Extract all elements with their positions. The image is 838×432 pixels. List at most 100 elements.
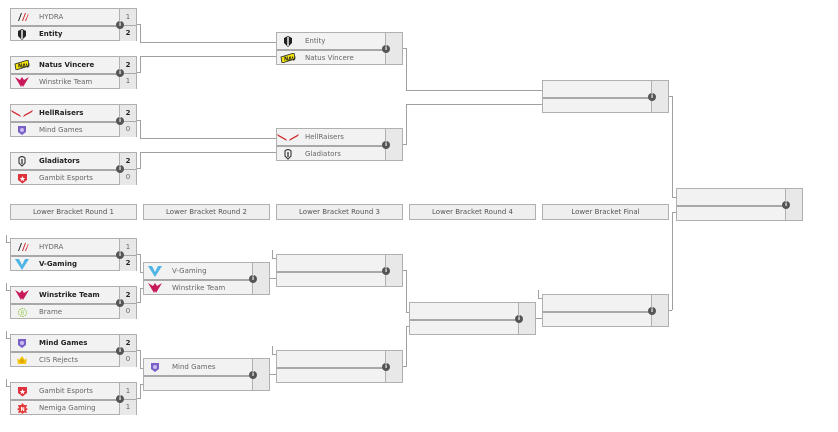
team-row[interactable] (410, 303, 535, 321)
connector-line (140, 24, 141, 43)
team-name: Mind Games (39, 339, 88, 347)
team-row[interactable]: Winstrike Team (144, 280, 269, 296)
round-label-lb-r3: Lower Bracket Round 3 (276, 204, 403, 220)
connector-line (140, 120, 141, 139)
team-score: 1 (119, 239, 136, 255)
connector-line (672, 96, 673, 198)
round-label-lb-r4: Lower Bracket Round 4 (409, 204, 536, 220)
team-row[interactable] (543, 81, 668, 99)
gladiators-logo-icon (11, 153, 33, 169)
svg-text:B: B (20, 310, 24, 316)
match-info-icon[interactable]: i (249, 275, 257, 283)
lower-r2-match-2[interactable]: Mind Games i (143, 358, 270, 391)
team-row[interactable]: NAVINatus Vincere (277, 50, 402, 66)
lower-r3-match-2[interactable]: i (276, 350, 403, 383)
connector-line (272, 354, 276, 355)
team-name: Entity (39, 30, 63, 38)
match-info-icon[interactable]: i (116, 69, 124, 77)
team-row[interactable]: B Brame 0 (11, 304, 136, 320)
team-name: Nemiga Gaming (39, 404, 96, 412)
vgaming-logo-icon (11, 256, 33, 272)
connector-line (406, 326, 409, 327)
match-info-icon[interactable]: i (382, 141, 390, 149)
team-row[interactable]: Entity (277, 33, 402, 51)
cisrejects-logo-icon (11, 352, 33, 368)
connector-line (140, 56, 276, 57)
match-info-icon[interactable]: i (116, 165, 124, 173)
connector-line (140, 288, 143, 289)
connector-line (268, 278, 276, 279)
match-info-icon[interactable]: i (116, 251, 124, 259)
team-score: 0 (119, 304, 136, 319)
lower-r4-match[interactable]: i (409, 302, 536, 335)
match-info-icon[interactable]: i (382, 267, 390, 275)
team-row[interactable]: Gladiators (277, 146, 402, 162)
match-info-icon[interactable]: i (116, 299, 124, 307)
lower-r3-match-1[interactable]: i (276, 254, 403, 287)
connector-line (140, 350, 141, 369)
team-name: Brame (39, 308, 63, 316)
team-row[interactable]: Mind Games (144, 359, 269, 377)
match-info-icon[interactable]: i (116, 347, 124, 355)
connector-line (6, 386, 10, 387)
connector-line (6, 331, 7, 338)
upper-final-match[interactable]: i (542, 80, 669, 113)
match-info-icon[interactable]: i (782, 201, 790, 209)
connector-line (140, 288, 141, 303)
gladiators-logo-icon (277, 146, 299, 162)
match-info-icon[interactable]: i (648, 93, 656, 101)
winstrike-logo-icon (11, 74, 33, 90)
grand-final-match[interactable]: i (676, 188, 803, 221)
team-row[interactable] (277, 351, 402, 369)
team-row[interactable] (277, 255, 402, 273)
upper-r2-match-1[interactable]: Entity NAVINatus Vincere i (276, 32, 403, 65)
match-info-icon[interactable]: i (116, 21, 124, 29)
team-score: 2 (119, 287, 136, 303)
team-row[interactable] (677, 189, 802, 207)
team-score: 0 (119, 352, 136, 367)
match-info-icon[interactable]: i (382, 45, 390, 53)
match-info-icon[interactable]: i (382, 363, 390, 371)
match-info-icon[interactable]: i (648, 307, 656, 315)
entity-logo-icon (11, 26, 33, 42)
mindgames-logo-icon (144, 359, 166, 375)
team-row[interactable]: HellRaisers (277, 129, 402, 147)
lower-final-match[interactable]: i (542, 294, 669, 327)
match-info-icon[interactable]: i (515, 315, 523, 323)
navi-logo-icon: NAVI (277, 50, 299, 66)
team-row[interactable] (543, 295, 668, 313)
match-info-icon[interactable]: i (116, 117, 124, 125)
team-row[interactable]: V-Gaming (144, 263, 269, 281)
connector-line (668, 310, 672, 311)
team-name: HYDRA (39, 13, 64, 21)
team-name: V-Gaming (172, 267, 207, 275)
lower-r2-match-1[interactable]: V-Gaming Winstrike Team i (143, 262, 270, 295)
upper-r2-match-2[interactable]: HellRaisers Gladiators i (276, 128, 403, 161)
connector-line (672, 212, 676, 213)
match-info-icon[interactable]: i (116, 395, 124, 403)
match-info-icon[interactable]: i (249, 371, 257, 379)
